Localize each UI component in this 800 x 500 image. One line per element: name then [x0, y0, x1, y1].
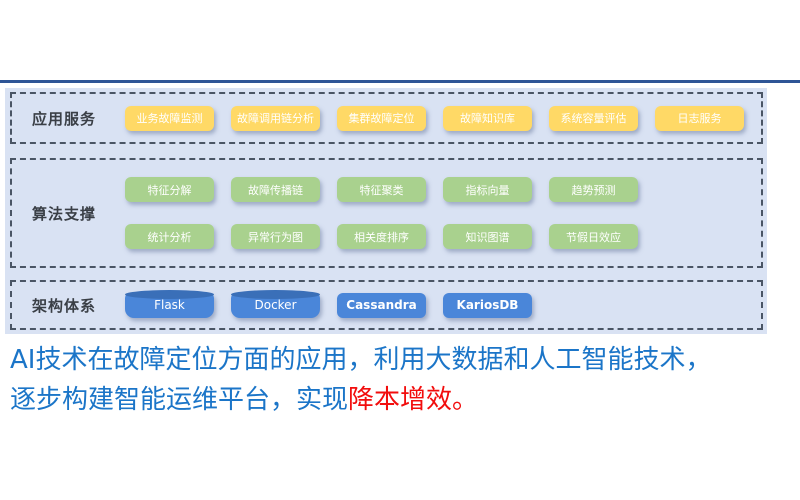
chip-fault-call-chain-analysis: 故障调用链分析 [231, 105, 320, 131]
panel-label-algorithm-support: 算法支撑 [32, 204, 97, 223]
chip-metric-vector: 指标向量 [443, 177, 532, 202]
chip-kariosdb: KariosDB [443, 292, 532, 318]
chip-system-capacity-evaluation: 系统容量评估 [549, 105, 638, 131]
chip-feature-decomposition: 特征分解 [125, 177, 214, 202]
panel-algorithm-support: 算法支撑 特征分解 故障传播链 特征聚类 指标向量 趋势预测 统计分析 异常行为… [10, 158, 763, 268]
caption-line2-blue: 逐步构建智能运维平台，实现 [10, 385, 349, 415]
algorithm-support-chip-rows: 特征分解 故障传播链 特征聚类 指标向量 趋势预测 统计分析 异常行为图 相关度… [125, 177, 638, 249]
panel-application-services: 应用服务 业务故障监测 故障调用链分析 集群故障定位 故障知识库 系统容量评估 … [10, 92, 763, 144]
chip-business-fault-monitoring: 业务故障监测 [125, 105, 214, 131]
chip-feature-clustering: 特征聚类 [337, 177, 426, 202]
chip-cassandra: Cassandra [337, 292, 426, 318]
chip-docker: Docker [231, 289, 320, 318]
chip-holiday-effect: 节假日效应 [549, 224, 638, 249]
caption-line2-red-highlight: 降本增效。 [348, 385, 479, 415]
top-divider-line [0, 80, 800, 83]
chip-fault-knowledge-base: 故障知识库 [443, 105, 532, 131]
chip-knowledge-graph: 知识图谱 [443, 224, 532, 249]
algorithm-chip-row-1: 特征分解 故障传播链 特征聚类 指标向量 趋势预测 [125, 177, 638, 202]
chip-relevance-ranking: 相关度排序 [337, 224, 426, 249]
algorithm-chip-row-2: 统计分析 异常行为图 相关度排序 知识图谱 节假日效应 [125, 224, 638, 249]
chip-trend-prediction: 趋势预测 [549, 177, 638, 202]
caption-text: AI技术在故障定位方面的应用，利用大数据和人工智能技术， 逐步构建智能运维平台，… [10, 340, 790, 420]
panel-label-architecture-system: 架构体系 [32, 296, 97, 315]
chip-log-service: 日志服务 [655, 105, 744, 131]
chip-fault-propagation-chain: 故障传播链 [231, 177, 320, 202]
application-services-chip-row: 业务故障监测 故障调用链分析 集群故障定位 故障知识库 系统容量评估 日志服务 [125, 105, 744, 131]
architecture-chip-row: Flask Docker Cassandra KariosDB [125, 289, 532, 318]
panel-architecture-system: 架构体系 Flask Docker Cassandra KariosDB [10, 280, 763, 330]
chip-cluster-fault-location: 集群故障定位 [337, 105, 426, 131]
caption-line1: AI技术在故障定位方面的应用，利用大数据和人工智能技术， [10, 345, 712, 375]
chip-statistical-analysis: 统计分析 [125, 224, 214, 249]
chip-abnormal-behavior-graph: 异常行为图 [231, 224, 320, 249]
panel-label-application-services: 应用服务 [32, 109, 97, 128]
chip-flask: Flask [125, 289, 214, 318]
